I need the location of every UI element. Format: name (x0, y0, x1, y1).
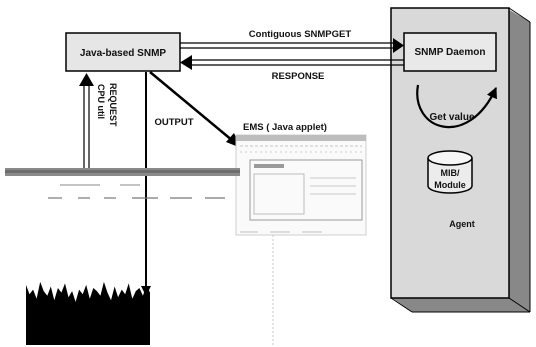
snmp-daemon-label: SNMP Daemon (415, 47, 486, 58)
ems-screenshot (235, 134, 367, 345)
request-label: REQUEST (108, 83, 118, 127)
mib-module-cylinder: MIB/ Module (427, 150, 473, 194)
ems-label: EMS ( Java applet) (243, 122, 327, 133)
request-arrow: REQUEST CPU util (79, 73, 118, 174)
snmp-daemon-box: SNMP Daemon (403, 32, 497, 72)
get-value-label: Get value (429, 112, 474, 123)
cpu-util-label: CPU util (96, 84, 106, 119)
output-arrow: OUTPUT (149, 71, 241, 148)
cpu-graph (26, 281, 150, 345)
module-label: Module (434, 180, 466, 190)
java-snmp-box: Java-based SNMP (65, 32, 181, 72)
monitor-toolbar (5, 168, 240, 199)
java-snmp-label: Java-based SNMP (80, 48, 166, 59)
response-arrow: RESPONSE (180, 55, 404, 82)
output-label: OUTPUT (154, 117, 193, 128)
snmpget-arrow: Contiguous SNMPGET (180, 29, 404, 53)
response-label: RESPONSE (272, 71, 325, 82)
snmpget-label: Contiguous SNMPGET (249, 29, 352, 40)
agent-label: Agent (449, 219, 475, 229)
get-value-arrow: Get value (416, 84, 498, 129)
mib-label: MIB/ (441, 168, 460, 178)
graph-arrow (141, 72, 151, 296)
